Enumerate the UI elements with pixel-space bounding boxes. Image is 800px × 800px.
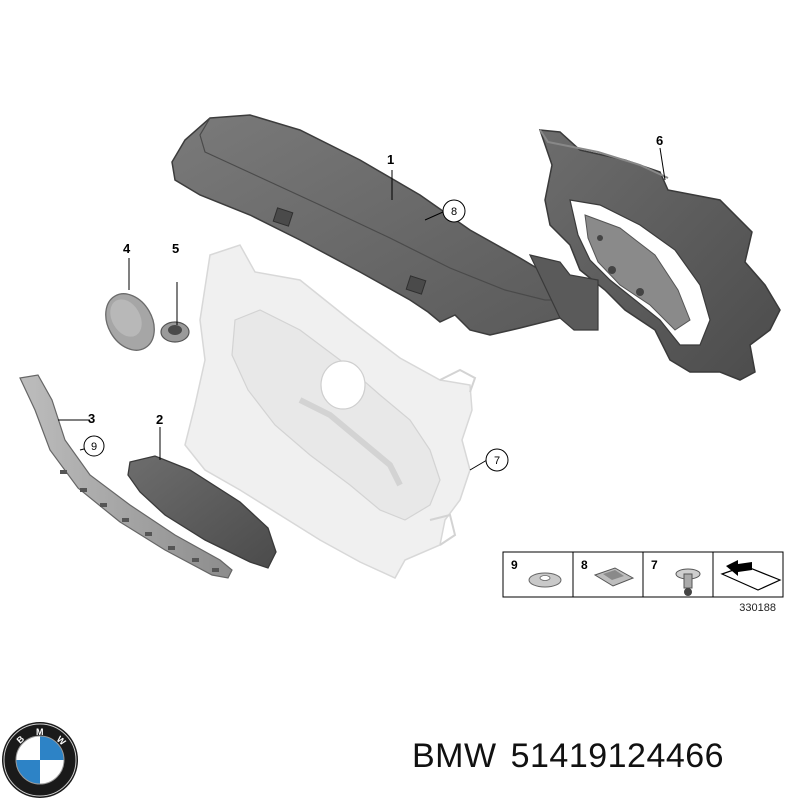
strip-clip	[60, 470, 67, 474]
trim-pad-part-2	[127, 455, 277, 569]
callout-9-circle: 9	[83, 435, 105, 457]
svg-text:M: M	[36, 727, 44, 737]
clip-icon	[593, 567, 635, 587]
reference-number: 330188	[739, 602, 776, 614]
callout-4: 4	[123, 241, 131, 256]
legend-number-7: 7	[651, 558, 658, 572]
push-rivet-icon	[675, 568, 701, 596]
part-number: 51419124466	[510, 737, 725, 775]
fastener-legend: 9 8 7 330188	[502, 551, 784, 614]
legend-number-9: 9	[511, 558, 518, 572]
callout-7-circle: 7	[485, 448, 509, 472]
strip-clip	[80, 488, 87, 492]
strip-clip	[122, 518, 129, 522]
callout-5: 5	[172, 241, 179, 256]
callout-3: 3	[88, 411, 95, 426]
part-caption: BMW 51419124466	[412, 737, 738, 776]
strip-clip	[168, 546, 175, 550]
cover-cap-part-4	[105, 293, 155, 351]
upper-trim-part-1	[171, 114, 599, 336]
strip-clip	[212, 568, 219, 572]
side-panel-ghost	[184, 244, 477, 579]
pack-arrow-icon	[720, 560, 782, 591]
callout-9: 9	[91, 441, 97, 453]
callout-8-circle: 8	[442, 199, 466, 223]
strip-clip	[100, 503, 107, 507]
bracket-part-6	[538, 129, 781, 381]
strip-clip	[145, 532, 152, 536]
callout-7: 7	[494, 455, 500, 467]
callout-8: 8	[451, 206, 457, 218]
svg-text:B: B	[15, 733, 27, 745]
washer-icon	[528, 572, 562, 588]
brand-label: BMW	[412, 737, 497, 775]
trim-strip-part-3	[19, 374, 233, 579]
callout-2: 2	[156, 412, 163, 427]
callout-6: 6	[656, 133, 663, 148]
legend-number-8: 8	[581, 558, 588, 572]
callout-1: 1	[387, 152, 394, 167]
bmw-logo: B M W	[2, 722, 78, 798]
leader-lines	[58, 147, 666, 471]
strip-clip	[192, 558, 199, 562]
grommet-part-5	[160, 321, 190, 343]
